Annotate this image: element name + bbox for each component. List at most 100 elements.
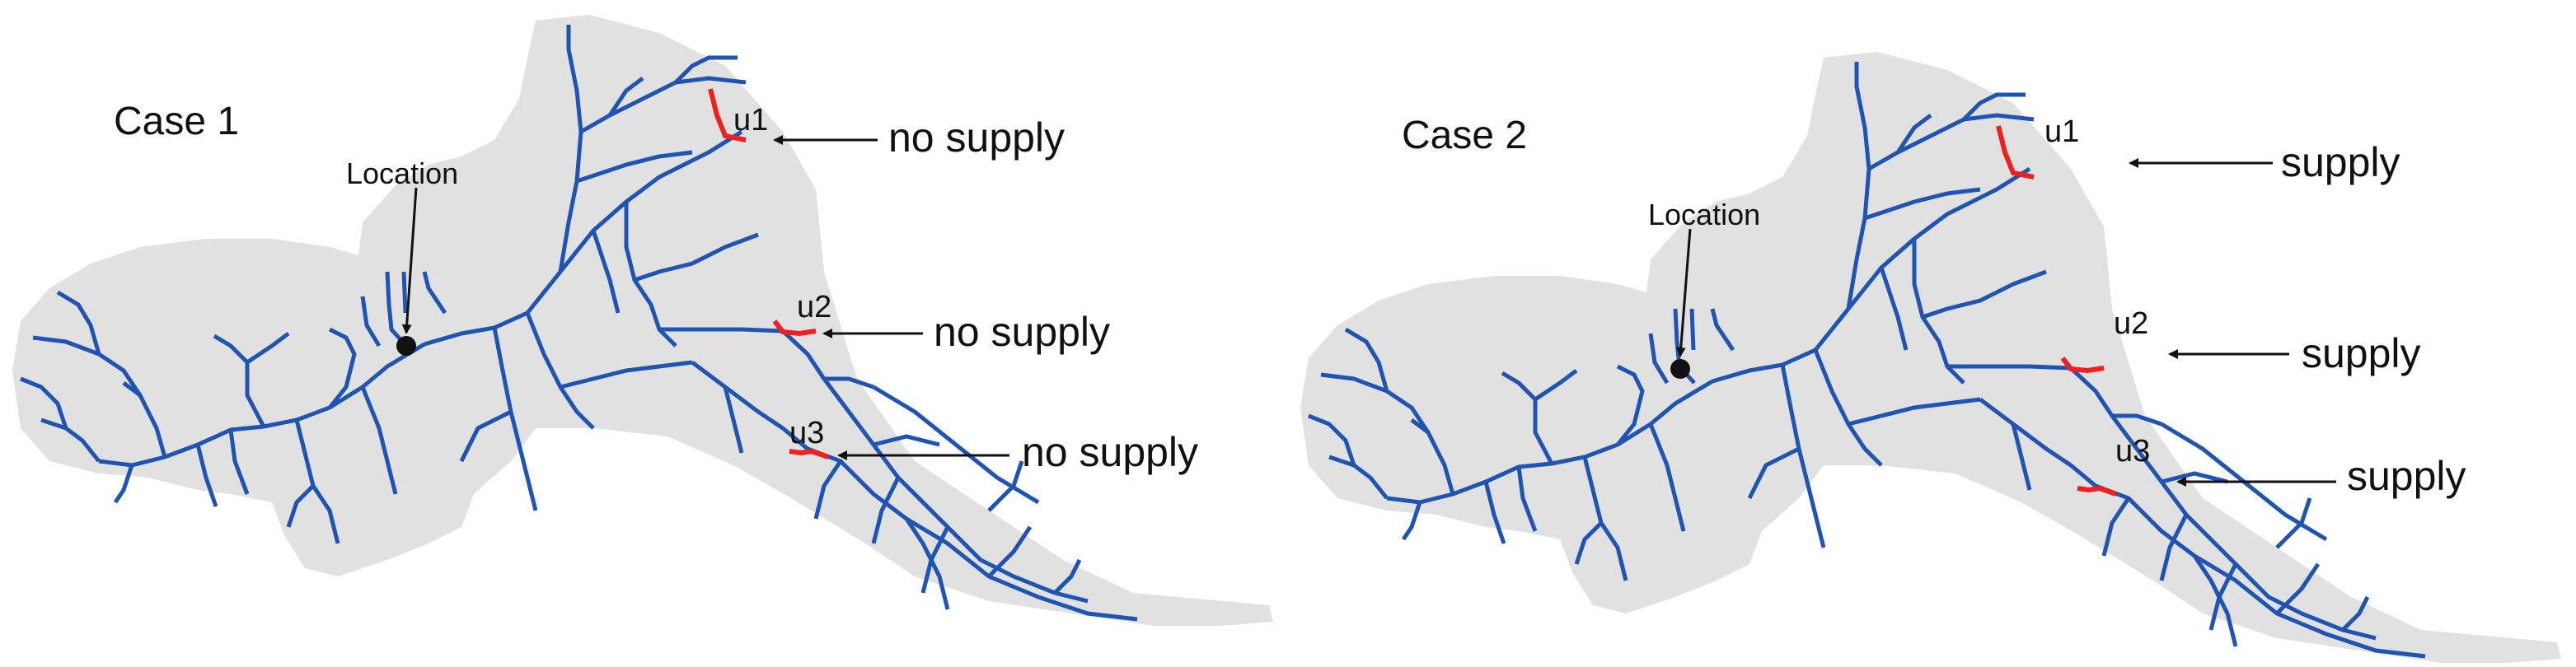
river-channel	[492, 327, 538, 511]
u1-status: supply	[2281, 139, 2400, 185]
u2-status: no supply	[934, 309, 1110, 355]
river-channel	[624, 202, 677, 347]
location-point	[396, 336, 416, 356]
annotation-arrows	[1670, 158, 2336, 487]
river-channel	[2011, 423, 2032, 491]
river-channel	[634, 232, 759, 282]
case-2-map: Case 2 Location u1 u2 u3 supply supply s…	[1300, 52, 2561, 663]
river-channel	[2112, 413, 2162, 427]
river-channel	[824, 376, 874, 389]
river-channel	[576, 150, 693, 184]
u1-status: no supply	[888, 114, 1065, 161]
river-channel	[1864, 187, 1981, 221]
river-channel	[424, 129, 743, 347]
river-channel	[1912, 239, 1965, 385]
river-network	[1308, 62, 2426, 659]
u3-status: no supply	[1022, 429, 1198, 475]
river-channel	[1516, 466, 1538, 532]
river-channel	[607, 77, 644, 117]
river-channel	[1053, 558, 1082, 595]
u2-label: u2	[2114, 306, 2148, 341]
river-channel	[2275, 497, 2312, 549]
river-channel	[871, 476, 901, 544]
river-channel	[813, 459, 843, 520]
catchment-area	[1300, 52, 2561, 663]
location-label: Location	[1648, 198, 1760, 231]
river-channel	[1780, 364, 1826, 548]
panel-case-1: Case 1 Location u1 u2 u3 no supply no su…	[12, 15, 1273, 626]
river-channel	[1710, 308, 1735, 352]
river-channel	[873, 434, 940, 447]
river-channel	[113, 464, 134, 504]
river-channel	[904, 517, 950, 610]
upstream-segment-u2	[772, 320, 817, 337]
u1-label: u1	[733, 103, 768, 138]
u3-status: supply	[2347, 453, 2466, 499]
location-arrow	[1675, 228, 1692, 357]
river-channel	[1534, 369, 1578, 402]
river-channel	[40, 417, 101, 463]
river-channel	[459, 409, 513, 463]
river-channel	[195, 444, 218, 507]
upstream-segments	[708, 88, 829, 459]
river-channel	[1689, 308, 1696, 351]
river-channel	[1879, 267, 1909, 351]
river-channel	[360, 386, 398, 495]
location-point	[1670, 359, 1690, 379]
river-channel	[401, 271, 408, 314]
upstream-segment-u3	[2077, 485, 2117, 497]
river-channel	[56, 290, 101, 355]
river-channel	[1947, 364, 2072, 371]
river-channel	[1344, 327, 1389, 392]
river-channel	[560, 360, 693, 389]
river-channel	[591, 230, 621, 314]
case-title: Case 2	[1402, 114, 1527, 157]
river-channel	[228, 429, 250, 495]
river-channel	[674, 55, 738, 84]
river-channel	[422, 271, 447, 315]
river-channel	[2069, 366, 2377, 641]
upstream-segments	[1996, 125, 2117, 497]
river-channel	[1616, 364, 1645, 446]
river-channel	[579, 76, 747, 134]
u1-label: u1	[2044, 114, 2079, 149]
river-channel	[659, 327, 784, 334]
river-channel	[2275, 562, 2321, 615]
river-channel	[1410, 418, 1455, 495]
river-channel	[122, 381, 167, 458]
river-channel	[1328, 455, 1389, 500]
river-channel	[1848, 397, 1981, 427]
u3-label: u3	[2115, 434, 2150, 469]
river-channel	[2161, 471, 2228, 484]
case-1-map: Case 1 Location u1 u2 u3 no supply no su…	[12, 15, 1273, 626]
u2-status: supply	[2302, 330, 2421, 376]
river-channel	[1483, 481, 1506, 544]
river-channel	[723, 386, 744, 454]
river-channel	[1648, 333, 1670, 385]
river-channel	[1962, 92, 2026, 121]
river-channel	[1574, 521, 1603, 565]
upstream-segment-u1	[708, 88, 747, 142]
river-channel	[1712, 166, 2031, 384]
river-channel	[1867, 113, 2035, 171]
river-channel	[1979, 398, 2073, 468]
upstream-segment-u3	[789, 448, 829, 459]
catchment-area	[12, 15, 1273, 626]
river-channel	[1895, 114, 1932, 154]
panel-case-2: Case 2 Location u1 u2 u3 supply supply s…	[1288, 0, 2576, 667]
river-channel	[987, 460, 1024, 512]
river-channel	[328, 327, 357, 409]
u2-label: u2	[797, 290, 831, 324]
upstream-segment-u2	[2060, 357, 2105, 374]
river-channel	[2159, 513, 2189, 581]
river-channel	[781, 329, 1089, 604]
u3-label: u3	[789, 416, 824, 450]
river-channel	[246, 332, 290, 365]
case-title: Case 1	[114, 100, 239, 143]
river-channel	[2101, 497, 2131, 557]
river-channel	[360, 296, 382, 347]
river-channel	[2192, 554, 2238, 647]
river-channel	[385, 271, 408, 347]
river-channel	[1747, 446, 1801, 500]
